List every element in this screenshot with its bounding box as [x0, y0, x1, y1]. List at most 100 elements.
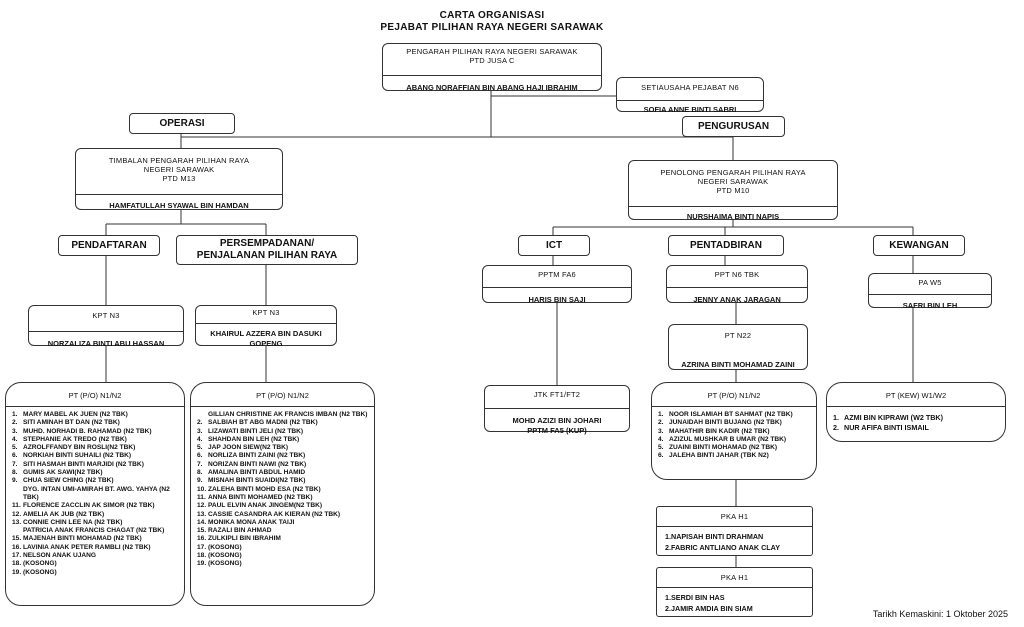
- list-item-name: SHAHDAN BIN LEH (N2 TBK): [208, 435, 300, 443]
- list-item: 17.NELSON ANAK UJANG: [12, 552, 178, 560]
- list-item: 18.(KOSONG): [197, 552, 368, 560]
- list-item: 6.NORKIAH BINTI SUHAILI (N2 TBK): [12, 452, 178, 460]
- list-item-number: 10.: [197, 485, 207, 493]
- list-item: 13.CONNIE CHIN LEE NA (N2 TBK): [12, 519, 178, 527]
- list-item: 11.FLORENCE ZACCLIN AK SIMOR (N2 TBK): [12, 502, 178, 510]
- list-item: 16.LAVINIA ANAK PETER RAMBLI (N2 TBK): [12, 544, 178, 552]
- list-item-name: NORLIZA BINTI ZAINI (N2 TBK): [208, 452, 306, 460]
- list-item-name: ANNA BINTI MOHAMED (N2 TBK): [208, 493, 313, 501]
- list-item-name: LAVINIA ANAK PETER RAMBLI (N2 TBK): [23, 543, 151, 551]
- list-item-number: 19.: [12, 568, 22, 576]
- list-item: 9. MISNAH BINTI SUAIDI(N2 TBK): [197, 477, 368, 485]
- list-item-number: 16.: [12, 543, 22, 551]
- list-item: 17.(KOSONG): [197, 544, 368, 552]
- list-item-name: CASSIE CASANDRA AK KIERAN (N2 TBK): [208, 510, 341, 518]
- list-item-number: 4.: [197, 435, 203, 443]
- pt-list-pentadbiran-role: PT (P/O) N1/N2: [652, 383, 816, 407]
- deputy-role: TIMBALAN PENGARAH PILIHAN RAYA NEGERI SA…: [108, 156, 250, 174]
- pt-list-kewangan: PT (KEW) W1/W2 1.AZMI BIN KIPRAWI (W2 TB…: [826, 382, 1006, 442]
- list-item: 4.STEPHANIE AK TREDO (N2 TBK): [12, 436, 178, 444]
- pt-list-pendaftaran-role: PT (P/O) N1/N2: [6, 383, 184, 407]
- list-item-name: MAHATHIR BIN KADIR (N2 TBK): [669, 427, 770, 435]
- list-item-number: 5.: [12, 444, 18, 452]
- list-item-name: ZALEHA BINTI MOHD ESA (N2 TBK): [208, 485, 321, 493]
- jtk-role: JTK FT1/FT2: [533, 390, 581, 399]
- pt-list-pendaftaran: PT (P/O) N1/N2 1.MARY MABEL AK JUEN (N2 …: [5, 382, 185, 606]
- ppt-role: PPT N6 TBK: [714, 270, 760, 279]
- list-item-number: 1.: [12, 411, 18, 418]
- list-item-number: 14.: [12, 527, 23, 535]
- list-item: 10.ZALEHA BINTI MOHD ESA (N2 TBK): [197, 486, 368, 494]
- staff-list: 1.AZMI BIN KIPRAWI (W2 TBK)2.NUR AFIFA B…: [827, 407, 1005, 433]
- list-item-name: MISNAH BINTI SUAIDI(N2 TBK): [208, 477, 306, 485]
- list-item-number: 17.: [197, 543, 207, 551]
- secretary-box: SETIAUSAHA PEJABAT N6 SOFIA ANNE BINTI S…: [616, 77, 764, 114]
- list-item-number: 3.: [12, 427, 18, 435]
- kpt-persempadanan-box: KPT N3 KHAIRUL AZZERA BIN DASUKI GOPENG: [195, 305, 337, 348]
- list-item-number: 16.: [197, 535, 207, 543]
- pt-n22-role: PT N22: [724, 331, 752, 340]
- list-item: 13.CASSIE CASANDRA AK KIERAN (N2 TBK): [197, 511, 368, 519]
- list-item: 6.NORLIZA BINTI ZAINI (N2 TBK): [197, 452, 368, 460]
- list-item-name: AMALINA BINTI ABDUL HAMID: [208, 469, 306, 477]
- list-item-number: 2.: [665, 604, 671, 613]
- kpt-persempadanan-role: KPT N3: [252, 308, 280, 317]
- list-item: 16.ZULKIPLI BIN IBRAHIM: [197, 535, 368, 543]
- list-item-number: 6.: [658, 452, 664, 460]
- pptm-name: HARIS BIN SAJI: [483, 287, 631, 311]
- list-item-name: SITI AMINAH BT DAN (N2 TBK): [23, 419, 120, 427]
- list-item-name: MAJENAH BINTI MOHAMAD (N2 TBK): [23, 535, 142, 543]
- pt-n22-name: AZRINA BINTI MOHAMAD ZAINI: [681, 360, 795, 369]
- list-item-name: SALBIAH BT ABG MADNI (N2 TBK): [208, 419, 318, 427]
- chart-subtitle: PEJABAT PILIHAN RAYA NEGERI SARAWAK: [380, 22, 604, 33]
- list-item: 14.PATRICIA ANAK FRANCIS CHAGAT (N2 TBK): [12, 527, 178, 535]
- list-item: 3.MAHATHIR BIN KADIR (N2 TBK): [658, 428, 810, 436]
- director-role: PENGARAH PILIHAN RAYA NEGERI SARAWAK: [406, 47, 578, 56]
- list-item-name: ZULKIPLI BIN IBRAHIM: [208, 535, 281, 543]
- list-item: 6.JALEHA BINTI JAHAR (TBK N2): [658, 452, 810, 460]
- list-item-number: 8.: [12, 469, 18, 477]
- list-item: 2.NUR AFIFA BINTI ISMAIL: [833, 423, 999, 433]
- list-item-number: 1.: [197, 411, 208, 419]
- list-item: 3.MUHD. NORHADI B. RAHAMAD (N2 TBK): [12, 428, 178, 436]
- list-item: 15.RAZALI BIN AHMAD: [197, 527, 368, 535]
- list-item-number: 8.: [197, 469, 203, 477]
- list-item: 19.(KOSONG): [197, 560, 368, 568]
- chart-title: CARTA ORGANISASI: [439, 10, 545, 21]
- list-item-number: 11.: [197, 493, 206, 501]
- list-item: 14.MONIKA MONA ANAK TAIJI: [197, 519, 368, 527]
- pt-list-persempadanan: PT (P/O) N1/N2 1.GILLIAN CHRISTINE AK FR…: [190, 382, 375, 606]
- list-item: 1.SERDI BIN HAS: [665, 592, 804, 603]
- list-item-name: NORKIAH BINTI SUHAILI (N2 TBK): [23, 452, 132, 460]
- list-item-number: 15.: [12, 535, 22, 543]
- list-item: 15.MAJENAH BINTI MOHAMAD (N2 TBK): [12, 535, 178, 543]
- list-item: 7.SITI HASMAH BINTI MARJIDI (N2 TBK): [12, 461, 178, 469]
- pt-n22-box: PT N22 AZRINA BINTI MOHAMAD ZAINI: [668, 324, 808, 370]
- list-item-number: 9.: [197, 477, 203, 485]
- list-item-name: AMELIA AK JUB (N2 TBK): [23, 510, 105, 518]
- secretary-name: SOFIA ANNE BINTI SABRI: [617, 100, 763, 119]
- persempadanan-header: PERSEMPADANAN/ PENJALANAN PILIHAN RAYA: [176, 235, 358, 265]
- jtk-box: JTK FT1/FT2 MOHD AZIZI BIN JOHARI PPTM F…: [484, 385, 630, 435]
- list-item-name: SITI HASMAH BINTI MARJIDI (N2 TBK): [23, 460, 144, 468]
- list-item: 2. SALBIAH BT ABG MADNI (N2 TBK): [197, 419, 368, 427]
- list-item-name: CONNIE CHIN LEE NA (N2 TBK): [23, 518, 123, 526]
- list-item: 1.MARY MABEL AK JUEN (N2 TBK): [12, 411, 178, 419]
- list-item-name: PAUL ELVIN ANAK JINGEM(N2 TBK): [208, 502, 323, 510]
- list-item-name: CHUA SIEW CHING (N2 TBK): [23, 477, 114, 485]
- director-box: PENGARAH PILIHAN RAYA NEGERI SARAWAK PTD…: [382, 43, 602, 92]
- list-item-name: SERDI BIN HAS: [671, 593, 725, 602]
- list-item: 2.SITI AMINAH BT DAN (N2 TBK): [12, 419, 178, 427]
- list-item-number: 18.: [197, 552, 207, 560]
- list-item-number: 7.: [197, 460, 203, 468]
- list-item-number: 2.: [197, 419, 203, 427]
- list-item: 5.JAP JOON SIEW(N2 TBK): [197, 444, 368, 452]
- list-item-name: AZIZUL MUSHKAR B UMAR (N2 TBK): [669, 435, 787, 443]
- list-item-name: JAP JOON SIEW(N2 TBK): [208, 444, 289, 452]
- list-item: 18.(KOSONG): [12, 560, 178, 568]
- pa-role: PA W5: [918, 278, 942, 287]
